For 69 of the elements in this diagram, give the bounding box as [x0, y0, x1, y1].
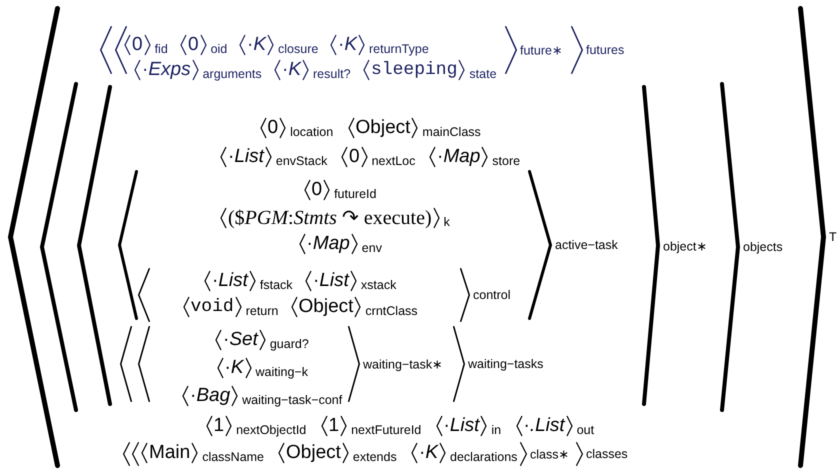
cell-content: ·List: [442, 415, 480, 437]
cell-name: crntClass: [365, 302, 418, 318]
cell-content: ·Exps: [141, 59, 192, 81]
cell-name: k: [444, 214, 450, 228]
cell-content: ($PGM:Stmts ↷ execute): [227, 207, 433, 229]
cell-content: 0: [187, 34, 200, 56]
cell-name: env: [362, 240, 382, 254]
cell-name: envStack: [276, 152, 328, 168]
cell-name: xstack: [360, 276, 396, 292]
cell-content: ·List: [227, 146, 265, 168]
cell-name: fid: [154, 40, 168, 56]
cell-name: waiting−k: [256, 364, 308, 378]
cell-content: ·Bag: [189, 385, 232, 407]
cell-name: returnType: [369, 40, 429, 56]
cell-name: return: [246, 302, 278, 318]
cell-content: Object: [285, 442, 342, 464]
cell-content: ·Map: [306, 233, 351, 255]
cell-content: 0: [131, 34, 144, 56]
cell-name: nextFutureId: [351, 422, 422, 436]
cell-content: ·List: [312, 270, 350, 292]
cell-name: store: [492, 152, 520, 168]
cell-name: nextObjectId: [236, 422, 306, 436]
cell-name: T: [829, 230, 837, 244]
cell-name: waiting−task−conf: [242, 392, 342, 406]
cell-name: guard?: [270, 336, 309, 350]
cell-content: sleeping: [370, 59, 458, 81]
cell-name: mainClass: [422, 124, 481, 138]
cell-name: in: [491, 422, 502, 436]
cell-content: ·K: [281, 59, 302, 81]
cell-name: control: [473, 288, 511, 302]
cell-name: arguments: [202, 66, 262, 80]
cell-content: 1: [328, 415, 340, 437]
cell-name: extends: [352, 448, 397, 464]
cell-content: ·.List: [522, 415, 566, 437]
cell-content: 1: [212, 415, 226, 437]
cell-name: active−task: [555, 238, 618, 252]
cell-content: Main: [148, 442, 192, 464]
cell-content: ·Set: [222, 329, 259, 351]
cell-name: class∗: [530, 446, 570, 462]
cell-content: ·K: [246, 34, 268, 56]
cell-content: 0: [348, 146, 361, 168]
cell-name: futures: [586, 43, 624, 57]
cell-content: ·K: [337, 34, 358, 56]
cell-content: 0: [310, 179, 324, 201]
cell-name: waiting−task∗: [363, 356, 444, 372]
cell-content: Object: [354, 117, 412, 139]
cell-content: Object: [298, 296, 354, 318]
cell-name: className: [202, 448, 264, 464]
cell-name: location: [290, 124, 334, 138]
cell-name: out: [576, 422, 594, 436]
cell-content: ·K: [224, 357, 245, 379]
cell-name: future∗: [520, 42, 563, 58]
cell-name: declarations: [450, 448, 518, 464]
cell-content: ·List: [211, 270, 249, 292]
cell-name: futureId: [334, 186, 376, 200]
cell-content: 0: [266, 117, 280, 139]
cell-name: result?: [313, 66, 351, 80]
cell-name: state: [469, 66, 497, 80]
cell-name: nextLoc: [372, 152, 416, 168]
cell-name: objects: [743, 240, 783, 254]
cell-name: classes: [586, 447, 628, 461]
cell-name: object∗: [663, 238, 708, 253]
cell-content: ·K: [418, 442, 440, 464]
cell-name: oid: [210, 40, 228, 56]
cell-name: waiting−tasks: [468, 357, 544, 371]
cell-content: void: [190, 296, 235, 318]
cell-content: ·Map: [436, 146, 482, 168]
cell-name: closure: [278, 40, 318, 56]
cell-name: fstack: [260, 276, 293, 292]
